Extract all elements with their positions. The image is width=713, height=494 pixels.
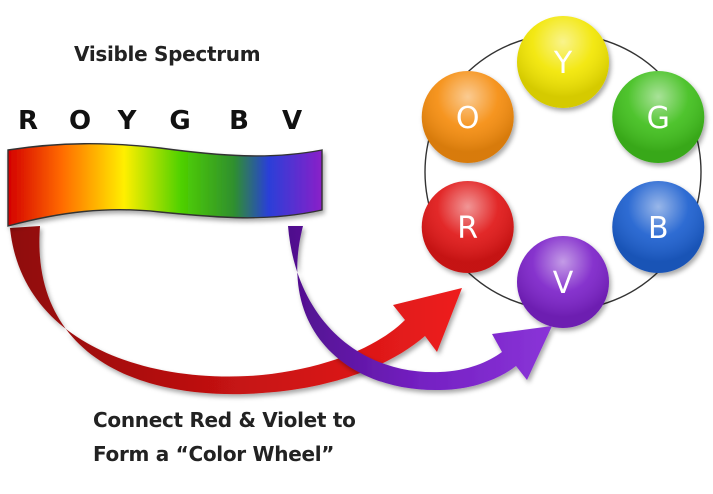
wheel-node-b: B: [612, 181, 705, 273]
spectrum-title: Visible Spectrum: [74, 42, 261, 66]
wheel-gloss-b: [612, 181, 705, 273]
spectrum-letter-y: Y: [117, 106, 137, 136]
wheel-label-b: B: [648, 211, 669, 246]
wheel-label-v: V: [553, 266, 574, 301]
spectrum-band: [7, 143, 323, 227]
violet-arrow: [288, 226, 552, 391]
spectrum-letters: R O Y G B V: [0, 106, 330, 142]
wheel-gloss-o: [421, 71, 514, 163]
wheel-label-r: R: [457, 211, 478, 246]
wheel-label-g: G: [647, 101, 670, 136]
wheel-gloss-g: [612, 71, 705, 163]
spectrum-letter-v: V: [281, 106, 303, 136]
caption-line-1: Connect Red & Violet to: [93, 408, 356, 432]
wheel-gloss-y: [517, 16, 609, 108]
spectrum-letter-o: O: [68, 106, 92, 136]
wheel-node-o: O: [421, 71, 514, 163]
wheel-gloss-v: [517, 236, 609, 328]
wheel-node-y: Y: [517, 16, 609, 108]
wheel-gloss-r: [421, 181, 514, 273]
caption-line-2: Form a “Color Wheel”: [93, 442, 335, 466]
wheel-label-y: Y: [553, 46, 573, 81]
wheel-label-o: O: [456, 101, 480, 136]
wheel-node-r: R: [421, 181, 514, 273]
color-wheel: Y G B V R O: [421, 16, 705, 328]
spectrum-letter-b: B: [229, 106, 249, 136]
spectrum-letter-r: R: [17, 106, 39, 136]
wheel-node-g: G: [612, 71, 705, 163]
spectrum-letter-g: G: [169, 106, 191, 136]
wheel-node-v: V: [517, 236, 609, 328]
